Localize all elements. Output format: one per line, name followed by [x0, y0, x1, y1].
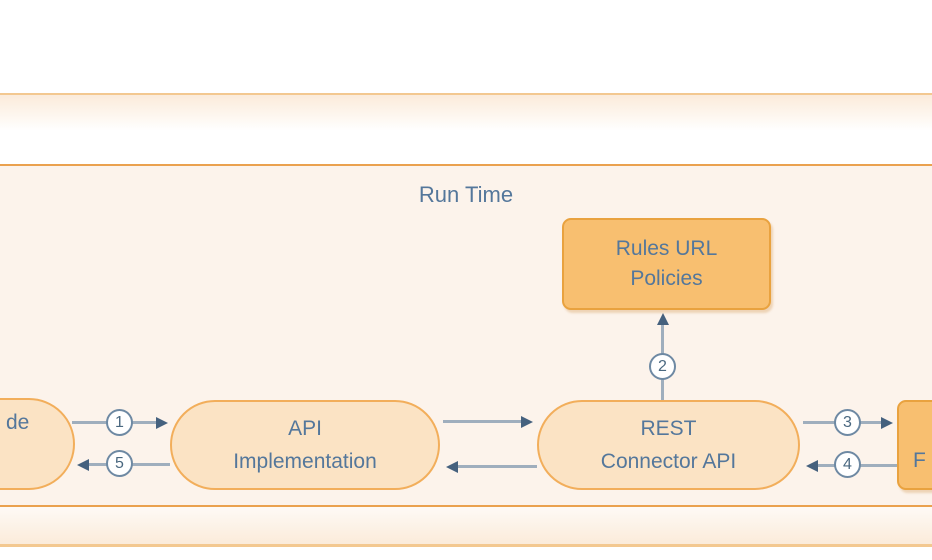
node-label-line: Connector API: [600, 450, 737, 473]
step-number: 5: [115, 454, 124, 472]
arrow-head-right-icon: [156, 417, 168, 429]
node-right-partial-label: F: [913, 449, 926, 472]
arrow-line-api-to-rest: [443, 420, 523, 423]
arrow-head-up-icon: [657, 313, 669, 325]
step-number: 3: [843, 413, 852, 431]
step-circle-2: 2: [649, 353, 676, 380]
arrow-head-right-icon: [881, 417, 893, 429]
arrow-head-left-icon: [446, 461, 458, 473]
step-number: 4: [843, 455, 852, 473]
step-circle-1: 1: [106, 409, 133, 436]
node-label-line: API: [288, 417, 322, 440]
node-right-partial: [897, 400, 932, 490]
node-label-line: REST: [640, 417, 697, 440]
node-rest-connector-api: REST Connector API: [537, 400, 800, 490]
node-rules-url-policies: Rules URL Policies: [562, 218, 771, 310]
step-number: 2: [658, 357, 667, 375]
arrow-head-left-icon: [806, 460, 818, 472]
runtime-section-label: Run Time: [418, 182, 514, 207]
node-label-line: Policies: [630, 267, 703, 290]
step-number: 1: [115, 413, 124, 431]
node-label-line: Rules URL: [615, 237, 718, 260]
step-circle-5: 5: [106, 450, 133, 477]
node-left-partial: [0, 398, 75, 490]
arrow-head-left-icon: [77, 459, 89, 471]
step-circle-3: 3: [834, 409, 861, 436]
arrow-head-right-icon: [521, 416, 533, 428]
node-left-partial-label: de: [6, 411, 30, 434]
arrow-line-rest-to-api: [458, 465, 537, 468]
node-api-implementation: API Implementation: [170, 400, 440, 490]
step-circle-4: 4: [834, 451, 861, 478]
node-label-line: Implementation: [233, 450, 377, 473]
